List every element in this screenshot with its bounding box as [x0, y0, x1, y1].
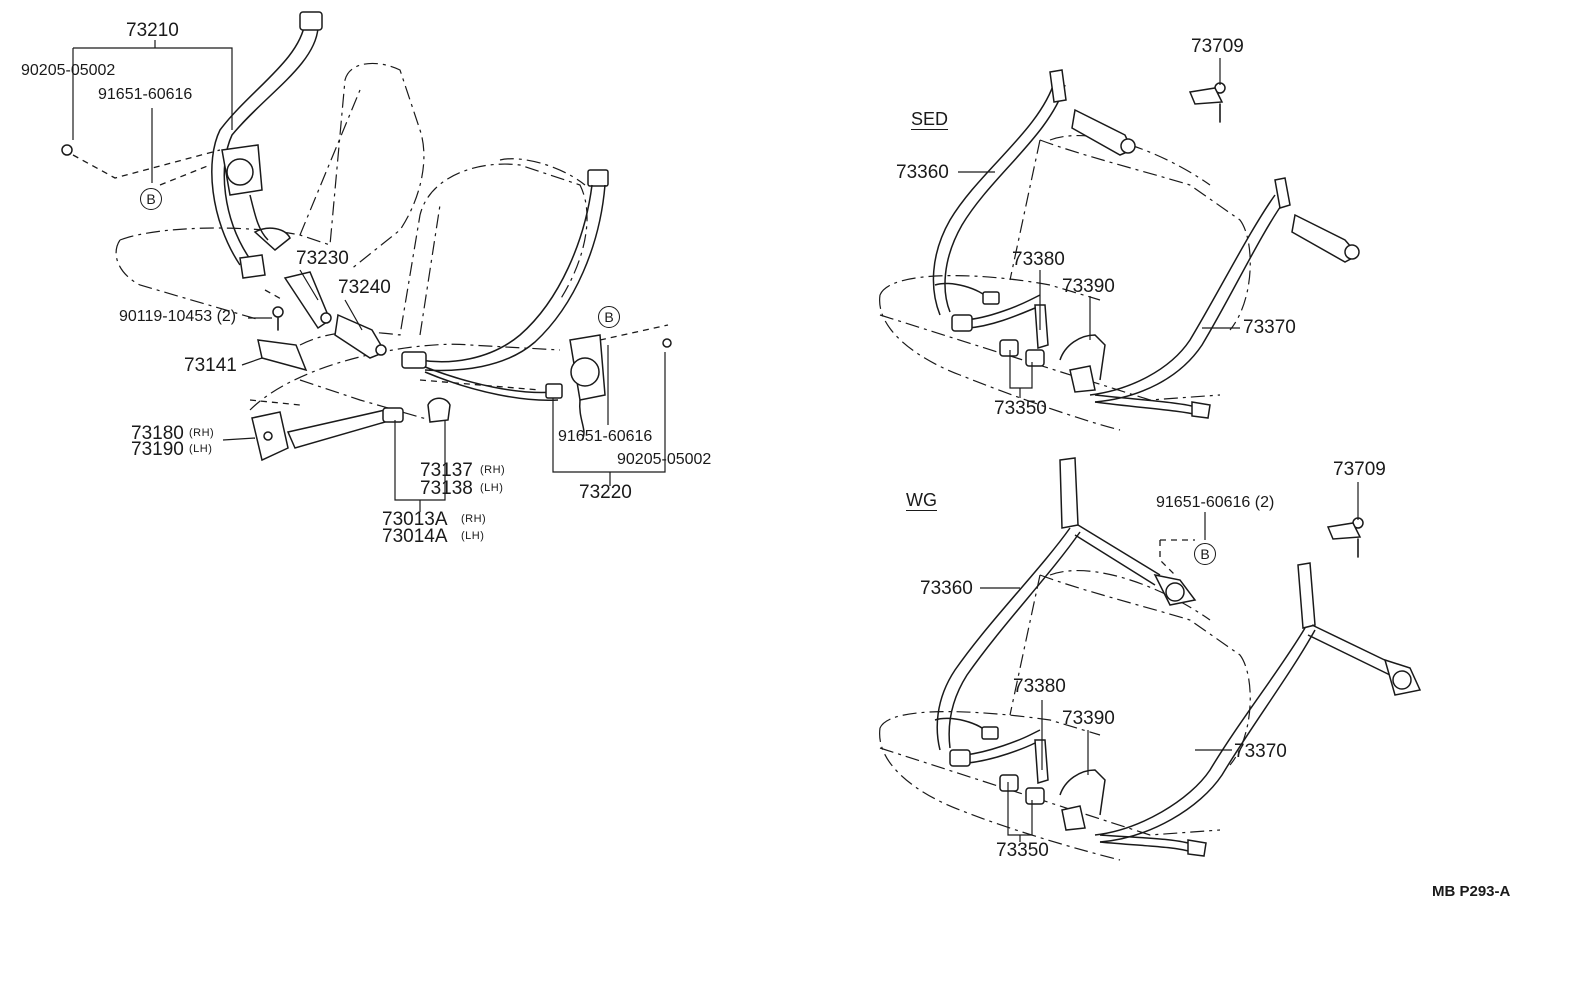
rear-front-seat-outline: [115, 62, 425, 321]
label-73013a-rh: (RH): [461, 513, 487, 525]
label-73138-lh: (LH): [480, 482, 504, 494]
circle-marker-b-mid: B: [598, 306, 620, 328]
section-wagon: WG: [906, 490, 937, 510]
belt-73210-drawing: [211, 11, 323, 279]
label-wg-73709: 73709: [1333, 459, 1386, 480]
belt-73220-drawing: [401, 169, 609, 441]
circle-marker-b-left: B: [140, 188, 162, 210]
label-73210: 73210: [126, 20, 179, 41]
label-73180-rh: (RH): [189, 427, 215, 439]
label-73190: 73190: [131, 439, 184, 460]
label-73141: 73141: [184, 355, 237, 376]
label-73190-lh: (LH): [189, 443, 213, 455]
label-73138: 73138: [420, 478, 473, 499]
label-73014a: 73014A: [382, 526, 448, 547]
label-73230: 73230: [296, 248, 349, 269]
label-73014a-lh: (LH): [461, 530, 485, 542]
label-73180: 73180: [131, 423, 184, 444]
label-90205-05002-mid: 90205-05002: [617, 451, 712, 468]
label-wg-73380: 73380: [1013, 676, 1066, 697]
diagram-code: MB P293-A: [1432, 883, 1511, 900]
buckle-parts-drawing: [61, 144, 672, 462]
label-90119-10453: 90119-10453 (2): [119, 308, 237, 325]
label-sed-73390: 73390: [1062, 276, 1115, 297]
label-73013a: 73013A: [382, 509, 448, 530]
sedan-leaders: [958, 58, 1240, 398]
wagon-leaders: [980, 482, 1359, 842]
label-73220: 73220: [579, 482, 632, 503]
circle-marker-b-wagon: B: [1194, 543, 1216, 565]
label-sed-73380: 73380: [1012, 249, 1065, 270]
left-leader-lines: [72, 40, 666, 512]
label-91651-60616-left: 91651-60616: [98, 86, 193, 103]
label-wg-73370: 73370: [1234, 741, 1287, 762]
left-dashed-leaders: [72, 149, 669, 406]
label-wg-73390: 73390: [1062, 708, 1115, 729]
sedan-belts-drawing: [932, 69, 1360, 419]
label-wg-73360: 73360: [920, 578, 973, 599]
label-73240: 73240: [338, 277, 391, 298]
label-sed-73709: 73709: [1191, 36, 1244, 57]
label-91651-60616-mid: 91651-60616: [558, 428, 653, 445]
label-sed-73370: 73370: [1243, 317, 1296, 338]
wagon-rear-seat-outline: [879, 569, 1251, 861]
label-sed-73360: 73360: [896, 162, 949, 183]
section-sedan: SED: [911, 109, 949, 129]
label-73137-rh: (RH): [480, 464, 506, 476]
label-wg-73350: 73350: [996, 840, 1049, 861]
label-sed-73350: 73350: [994, 398, 1047, 419]
label-73137: 73137: [420, 460, 473, 481]
label-wg-91651-60616: 91651-60616 (2): [1156, 494, 1275, 511]
label-90205-05002-left: 90205-05002: [21, 62, 116, 79]
